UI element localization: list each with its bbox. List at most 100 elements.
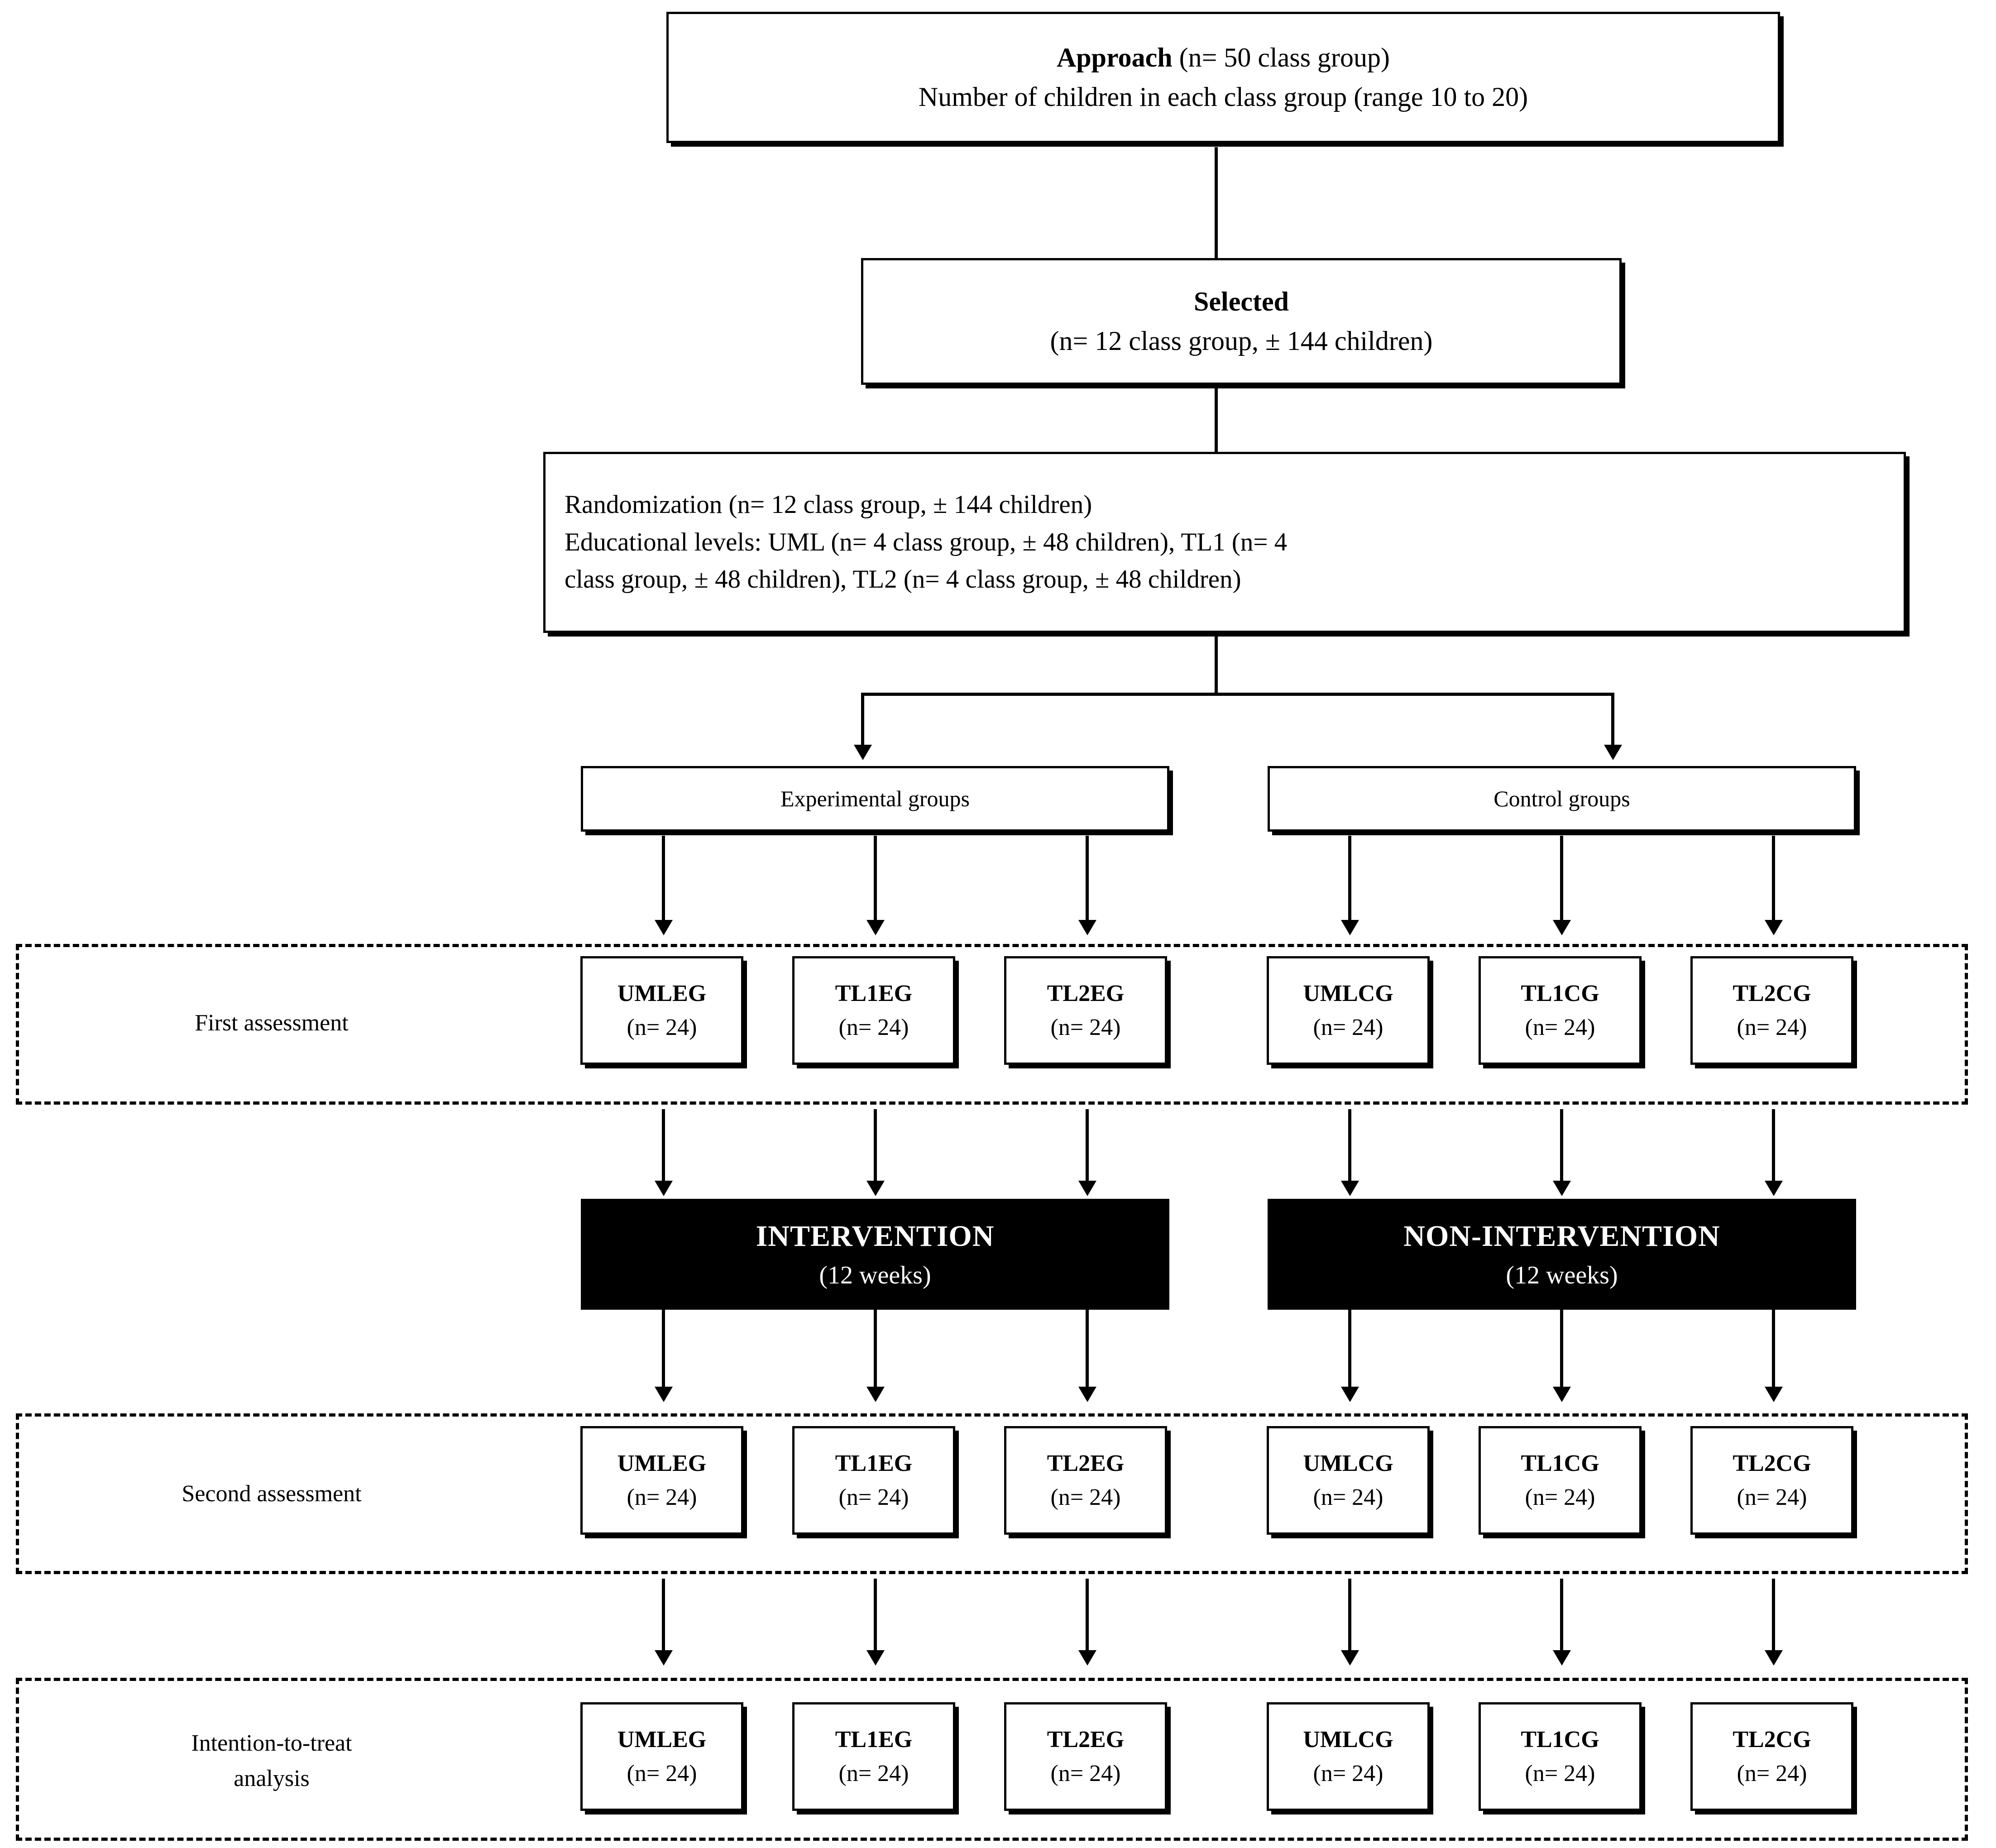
arrowhead-intervention-to-second-2 xyxy=(866,1387,885,1402)
connector-intervention-to-second-3 xyxy=(1086,1310,1089,1396)
connector-ctl-col-2 xyxy=(1560,836,1563,926)
connector-ctl-col-3 xyxy=(1772,836,1775,926)
group-box-tl2eg-second: TL2EG (n= 24) xyxy=(1004,1426,1167,1535)
arrowhead-second-to-itt-3 xyxy=(1078,1650,1096,1666)
connector-nonintervention-to-second-1 xyxy=(1348,1310,1351,1396)
connector-intervention-to-second-1 xyxy=(662,1310,665,1396)
group-name: TL1EG xyxy=(835,980,913,1006)
randomization-box: Randomization (n= 12 class group, ± 144 … xyxy=(543,452,1906,633)
group-n: (n= 24) xyxy=(627,1015,697,1040)
arrowhead-second-to-itt-2 xyxy=(866,1650,885,1666)
arrowhead-ctl-col-3 xyxy=(1765,920,1783,935)
arrowhead-intervention-to-second-3 xyxy=(1078,1387,1096,1402)
approach-box: Approach (n= 50 class group) Number of c… xyxy=(666,12,1780,143)
connector-second-to-itt-6 xyxy=(1772,1579,1775,1658)
connector-nonintervention-to-second-3 xyxy=(1772,1310,1775,1396)
group-name: TL2CG xyxy=(1733,1450,1811,1476)
selected-count: (n= 12 class group, ± 144 children) xyxy=(1050,326,1433,356)
non-intervention-box: NON-INTERVENTION (12 weeks) xyxy=(1268,1199,1856,1310)
group-name: TL1CG xyxy=(1521,980,1599,1006)
approach-title: Approach xyxy=(1056,43,1173,72)
intention-to-treat-label-line-1: Intention-to-treat xyxy=(191,1730,352,1756)
approach-line-2: Number of children in each class group (… xyxy=(918,82,1528,112)
experimental-groups-box: Experimental groups xyxy=(581,766,1169,832)
group-box-tl1eg-first: TL1EG (n= 24) xyxy=(792,956,955,1065)
connector-second-to-itt-4 xyxy=(1348,1579,1351,1658)
group-n: (n= 24) xyxy=(1050,1761,1121,1786)
connector-first-to-nonintervention-3 xyxy=(1772,1109,1775,1188)
selected-title: Selected xyxy=(1194,287,1289,316)
group-n: (n= 24) xyxy=(627,1484,697,1510)
second-assessment-container xyxy=(16,1413,1968,1574)
second-assessment-label: Second assessment xyxy=(68,1467,475,1521)
first-assessment-label-text: First assessment xyxy=(195,1010,349,1036)
connector-to-experimental xyxy=(861,693,864,752)
connector-exp-col-1 xyxy=(662,836,665,926)
connector-intervention-to-second-2 xyxy=(874,1310,877,1396)
group-box-tl2eg-itt: TL2EG (n= 24) xyxy=(1004,1702,1167,1811)
group-n: (n= 24) xyxy=(1313,1015,1383,1040)
arrowhead-nonintervention-to-second-1 xyxy=(1341,1387,1359,1402)
group-box-tl1cg-second: TL1CG (n= 24) xyxy=(1479,1426,1642,1535)
group-n: (n= 24) xyxy=(1050,1484,1121,1510)
connector-ctl-col-1 xyxy=(1348,836,1351,926)
group-n: (n= 24) xyxy=(1525,1761,1595,1786)
group-n: (n= 24) xyxy=(1525,1484,1595,1510)
group-box-umleg-second: UMLEG (n= 24) xyxy=(580,1426,743,1535)
group-box-tl1cg-itt: TL1CG (n= 24) xyxy=(1479,1702,1642,1811)
randomization-line-1: Randomization (n= 12 class group, ± 144 … xyxy=(565,490,1092,519)
arrowhead-exp-col-2 xyxy=(866,920,885,935)
arrowhead-second-to-itt-4 xyxy=(1341,1650,1359,1666)
connector-nonintervention-to-second-2 xyxy=(1560,1310,1563,1396)
arrowhead-ctl-col-1 xyxy=(1341,920,1359,935)
group-n: (n= 24) xyxy=(1737,1761,1807,1786)
selected-box: Selected (n= 12 class group, ± 144 child… xyxy=(861,258,1622,385)
connector-second-to-itt-1 xyxy=(662,1579,665,1658)
arrowhead-ctl-col-2 xyxy=(1553,920,1571,935)
connector-exp-col-2 xyxy=(874,836,877,926)
group-box-umleg-itt: UMLEG (n= 24) xyxy=(580,1702,743,1811)
arrowhead-to-control xyxy=(1604,745,1622,760)
group-name: TL2EG xyxy=(1047,980,1125,1006)
group-n: (n= 24) xyxy=(1050,1015,1121,1040)
arrowhead-first-to-nonintervention-2 xyxy=(1553,1181,1571,1196)
non-intervention-duration: (12 weeks) xyxy=(1506,1261,1618,1289)
connector-exp-col-3 xyxy=(1086,836,1089,926)
connector-selected-to-randomization xyxy=(1215,388,1218,452)
arrowhead-first-to-nonintervention-1 xyxy=(1341,1181,1359,1196)
group-box-tl2cg-first: TL2CG (n= 24) xyxy=(1690,956,1853,1065)
group-name: UMLCG xyxy=(1303,980,1393,1006)
group-n: (n= 24) xyxy=(1313,1484,1383,1510)
group-box-umlcg-itt: UMLCG (n= 24) xyxy=(1267,1702,1430,1811)
approach-line-1: Approach (n= 50 class group) xyxy=(669,38,1778,77)
arrowhead-to-experimental xyxy=(854,745,872,760)
group-box-tl1eg-itt: TL1EG (n= 24) xyxy=(792,1702,955,1811)
group-box-tl2cg-second: TL2CG (n= 24) xyxy=(1690,1426,1853,1535)
group-n: (n= 24) xyxy=(838,1484,909,1510)
connector-second-to-itt-2 xyxy=(874,1579,877,1658)
group-n: (n= 24) xyxy=(1737,1484,1807,1510)
arrowhead-first-to-nonintervention-3 xyxy=(1765,1181,1783,1196)
group-box-tl2eg-first: TL2EG (n= 24) xyxy=(1004,956,1167,1065)
non-intervention-title: NON-INTERVENTION xyxy=(1403,1220,1720,1253)
intention-to-treat-container xyxy=(16,1678,1968,1841)
connector-first-to-intervention-3 xyxy=(1086,1109,1089,1188)
group-name: UMLEG xyxy=(617,1450,707,1476)
group-name: TL2EG xyxy=(1047,1726,1125,1752)
group-box-umlcg-second: UMLCG (n= 24) xyxy=(1267,1426,1430,1535)
group-n: (n= 24) xyxy=(1737,1015,1807,1040)
connector-first-to-intervention-2 xyxy=(874,1109,877,1188)
arrowhead-second-to-itt-6 xyxy=(1765,1650,1783,1666)
connector-randomization-stem xyxy=(1215,637,1218,694)
arrowhead-intervention-to-second-1 xyxy=(655,1387,673,1402)
group-name: TL1CG xyxy=(1521,1450,1599,1476)
connector-approach-to-selected xyxy=(1215,147,1218,258)
arrowhead-second-to-itt-1 xyxy=(655,1650,673,1666)
first-assessment-label: First assessment xyxy=(68,996,475,1050)
group-name: TL1EG xyxy=(835,1450,913,1476)
group-name: TL1EG xyxy=(835,1726,913,1752)
group-name: UMLCG xyxy=(1303,1726,1393,1752)
group-box-tl1cg-first: TL1CG (n= 24) xyxy=(1479,956,1642,1065)
group-name: UMLCG xyxy=(1303,1450,1393,1476)
first-assessment-container xyxy=(16,944,1968,1105)
